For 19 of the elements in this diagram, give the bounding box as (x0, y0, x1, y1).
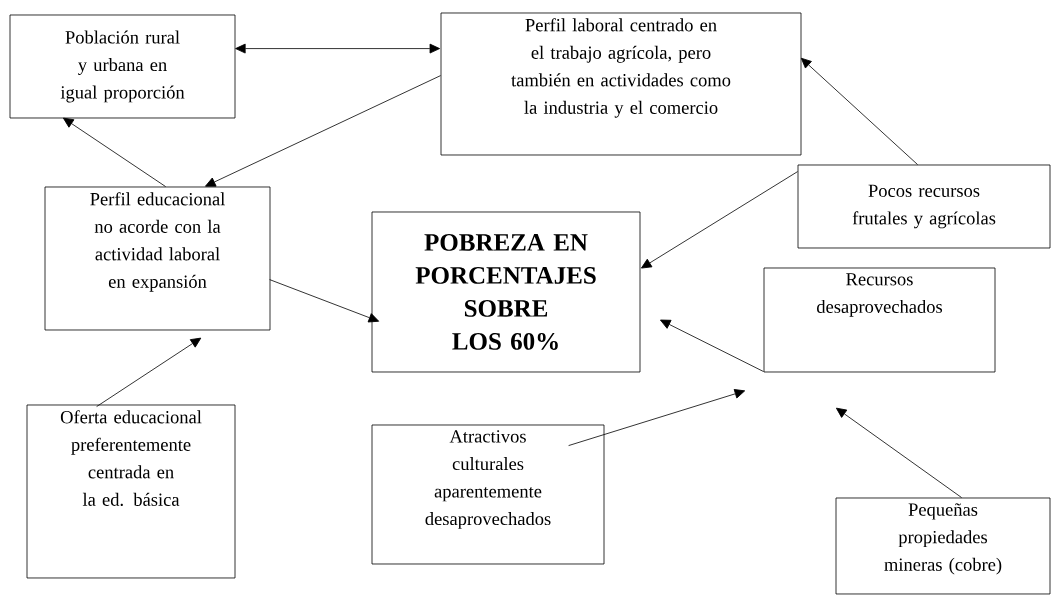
arrow (269, 279, 380, 323)
cause-box: Perfil laboral centrado en el trabajo agrícola, pero también en actividades como la industria y el comercio (440, 12, 802, 156)
title-box: POBREZA EN PORCENTAJES SOBRE LOS 60% (371, 211, 641, 373)
arrow (836, 407, 962, 498)
arrow (660, 319, 764, 372)
arrow (235, 43, 441, 54)
cause-box: Oferta educacional preferentemente centrada en la ed. básica (26, 404, 236, 579)
arrow (568, 389, 746, 446)
arrow (63, 117, 166, 187)
cause-box: Perfil educacional no acorde con la actividad laboral en expansión (44, 186, 271, 331)
arrow (96, 337, 202, 407)
cause-box: Población rural y urbana en igual proporción (9, 14, 236, 119)
cause-box: Pequeñas propiedades mineras (cobre) (835, 497, 1051, 595)
arrow (641, 171, 798, 269)
arrow (205, 75, 441, 187)
arrow (800, 57, 918, 165)
cause-box: Atractivos culturales aparentemente desaprovechados (371, 424, 605, 565)
cause-box: Pocos recursos frutales y agrícolas (797, 164, 1051, 249)
cause-box: Recursos desaprovechados (763, 267, 996, 373)
